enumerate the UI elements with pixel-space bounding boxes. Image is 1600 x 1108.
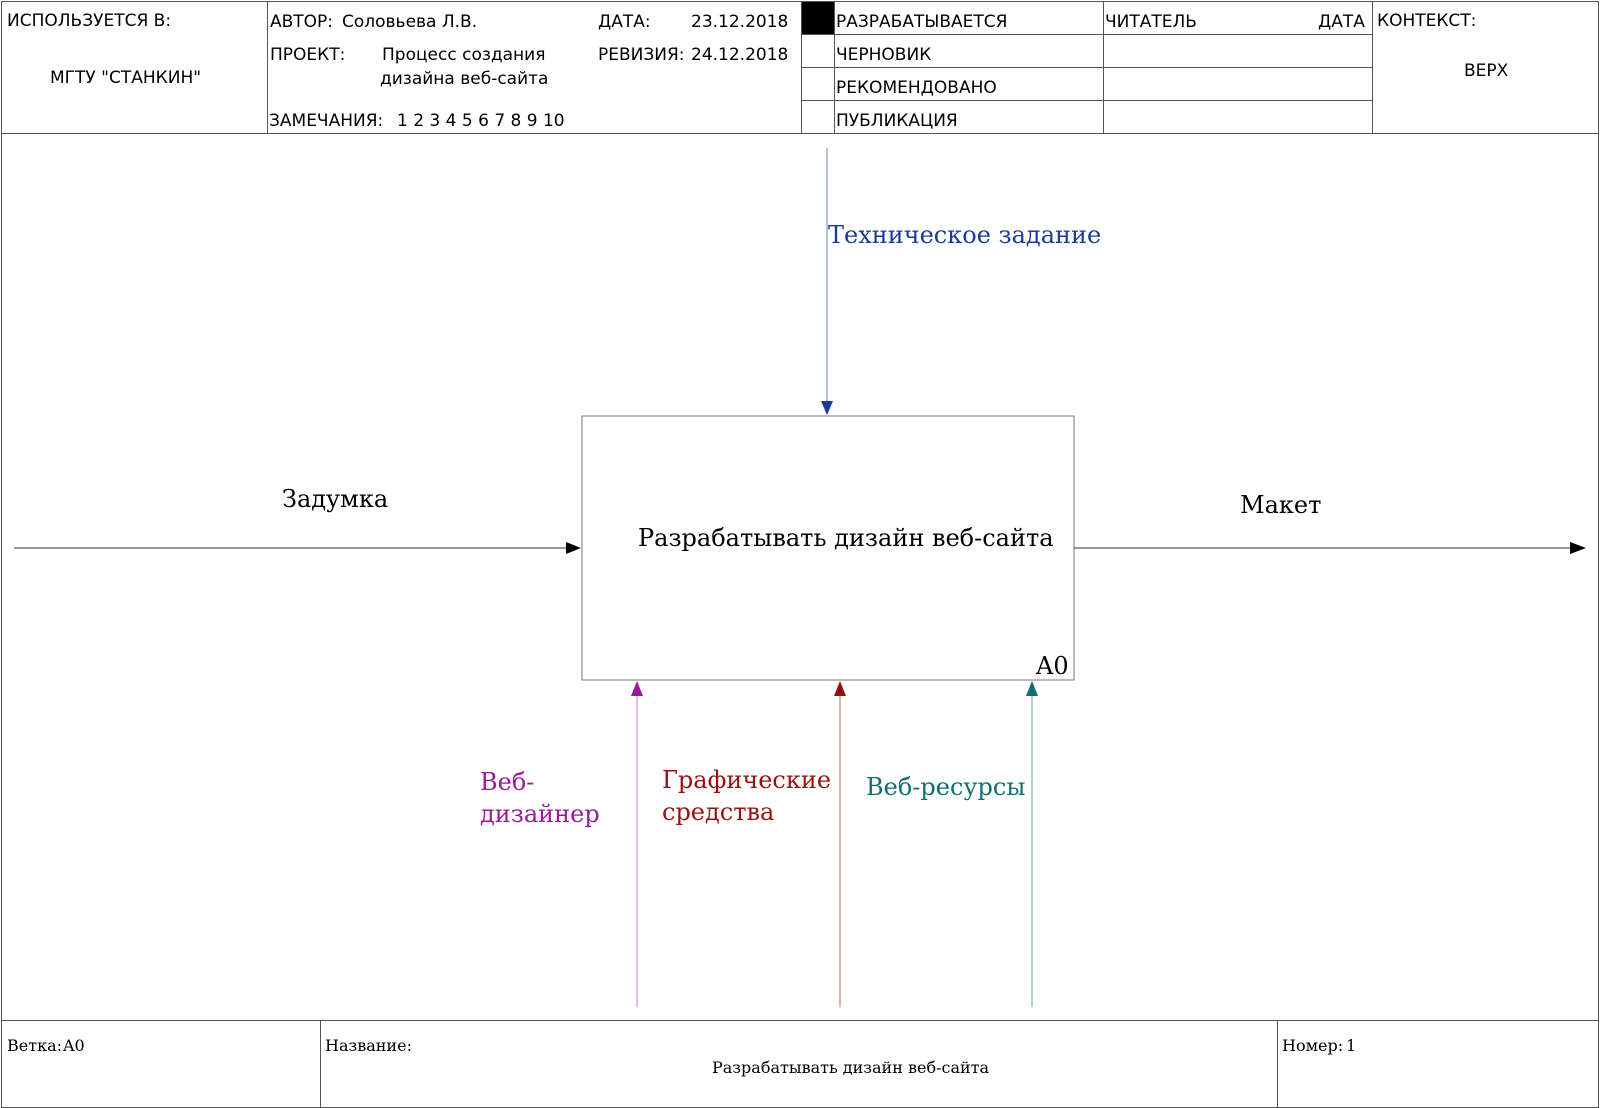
project-line-2: дизайна веб-сайта (380, 69, 549, 89)
notes-value: 1 2 3 4 5 6 7 8 9 10 (397, 111, 565, 131)
control-label: Техническое задание (828, 221, 1102, 249)
input-arrowhead (566, 542, 581, 554)
status-row-divider (801, 100, 1372, 101)
used-in-value: МГТУ "СТАНКИН" (50, 68, 202, 88)
footer-divider (1277, 1020, 1278, 1108)
title-value: Разрабатывать дизайн веб-сайта (712, 1058, 990, 1077)
context-label: КОНТЕКСТ: (1377, 11, 1477, 31)
mechanism-2-label: Графические средства (662, 764, 831, 828)
context-value: ВЕРХ (1464, 61, 1509, 81)
reader-label: ЧИТАТЕЛЬ (1105, 12, 1197, 32)
mechanism-2-label-line-1: Графические (662, 766, 832, 794)
branch-value: A0 (63, 1036, 85, 1055)
mechanism-3-arrowhead (1026, 681, 1038, 696)
status-row-divider (801, 34, 1372, 35)
activity-label: Разрабатывать дизайн веб-сайта (638, 524, 1054, 552)
mechanism-2-arrowhead (834, 681, 846, 696)
reader-date-label: ДАТА (1318, 12, 1365, 32)
number-value: 1 (1346, 1036, 1357, 1055)
input-label: Задумка (282, 485, 389, 513)
status-recommended: РЕКОМЕНДОВАНО (836, 78, 997, 98)
status-marker-developing (802, 2, 834, 34)
control-arrowhead (821, 401, 833, 415)
title-label: Название: (325, 1036, 412, 1055)
footer-divider (320, 1020, 321, 1108)
notes-label: ЗАМЕЧАНИЯ: (269, 111, 384, 131)
date-label: ДАТА: (598, 12, 651, 32)
author-label: АВТОР: (270, 12, 334, 32)
number-label: Номер: (1282, 1036, 1344, 1055)
status-draft: ЧЕРНОВИК (836, 45, 932, 65)
revision-value: 24.12.2018 (691, 45, 789, 65)
mechanism-2-label-line-2: средства (662, 798, 775, 826)
project-label: ПРОЕКТ: (270, 45, 346, 65)
status-row-divider (801, 67, 1372, 68)
mechanism-1-label-line-1: Веб- (480, 768, 535, 796)
mechanism-1-label-line-2: дизайнер (480, 800, 600, 828)
status-publication: ПУБЛИКАЦИЯ (836, 111, 958, 131)
revision-label: РЕВИЗИЯ: (598, 45, 685, 65)
date-value: 23.12.2018 (691, 12, 789, 32)
mechanism-1-arrowhead (631, 681, 643, 696)
output-arrowhead (1570, 542, 1586, 554)
status-developing: РАЗРАБАТЫВАЕТСЯ (836, 12, 1008, 32)
author-value: Соловьева Л.В. (342, 12, 478, 32)
mechanism-1-label: Веб- дизайнер (480, 766, 600, 830)
header-divider (1372, 1, 1373, 134)
used-in-label: ИСПОЛЬЗУЕТСЯ В: (7, 11, 172, 31)
header-divider (267, 1, 268, 134)
activity-node-number: A0 (1036, 652, 1069, 680)
project-line-1: Процесс создания (382, 45, 546, 65)
branch-label: Ветка: (7, 1036, 63, 1055)
output-label: Макет (1240, 491, 1322, 519)
mechanism-3-label: Веб-ресурсы (866, 773, 1026, 801)
